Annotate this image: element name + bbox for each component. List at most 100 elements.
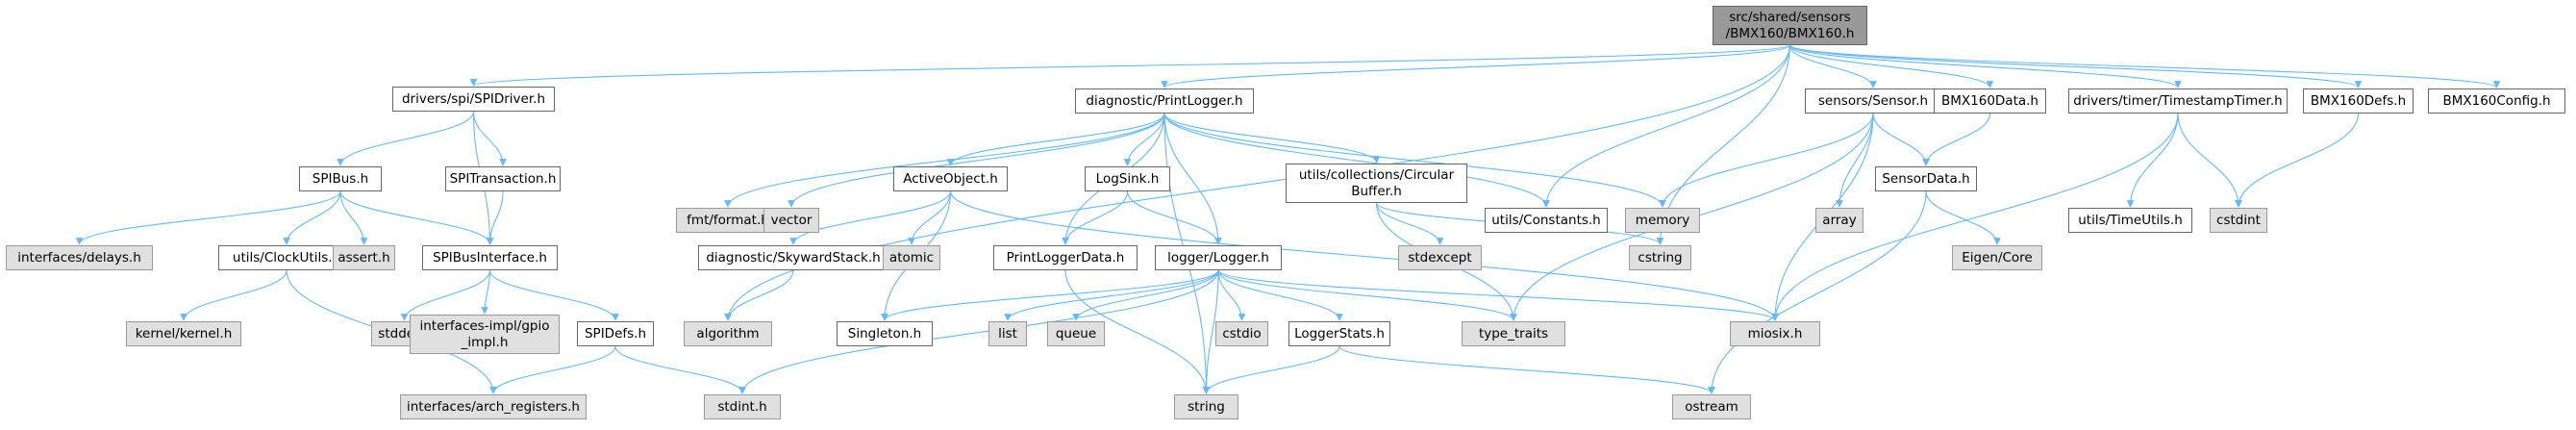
edge-logger-to-queue <box>1072 269 1219 321</box>
node-stdexcept: stdexcept <box>1398 245 1482 270</box>
node-bmx160config[interactable]: BMX160Config.h <box>2428 89 2565 114</box>
node-ostream: ostream <box>1672 394 1751 419</box>
node-eigen: Eigen/Core <box>1952 245 2042 270</box>
node-logsink[interactable]: LogSink.h <box>1085 166 1170 191</box>
edge-root-to-bmx160defs <box>1788 44 2363 89</box>
edge-spidriver-to-spitransaction <box>472 111 507 166</box>
edge-printlogger-to-activeobject <box>946 113 1165 166</box>
node-timeutils[interactable]: utils/TimeUtils.h <box>2068 208 2192 233</box>
edge-sensor-to-memory <box>1659 113 1874 208</box>
node-list: list <box>988 321 1027 346</box>
node-sensordata[interactable]: SensorData.h <box>1875 166 1977 191</box>
node-printlogger[interactable]: diagnostic/PrintLogger.h <box>1075 89 1254 114</box>
edge-spidriver-to-spibus <box>337 111 475 166</box>
node-skywardstack[interactable]: diagnostic/SkywardStack.h <box>698 245 888 270</box>
edge-sensor-to-sensordata <box>1872 113 1930 166</box>
edge-sensor-to-array <box>1836 113 1874 208</box>
edge-root-to-printlogger <box>1161 44 1791 89</box>
node-root: src/shared/sensors /BMX160/BMX160.h <box>1713 6 1867 45</box>
edge-root-to-bmx160data <box>1788 44 1994 89</box>
node-cstring: cstring <box>1629 245 1691 270</box>
edge-loggerstats-to-ostream <box>1338 345 1715 394</box>
node-spibusinterface[interactable]: SPIBusInterface.h <box>422 245 558 270</box>
edge-printlogger-to-circularbuffer <box>1163 113 1381 164</box>
node-array: array <box>1815 208 1863 233</box>
edge-timestamptimer-to-timeutils <box>2126 113 2179 208</box>
edge-spibusinterface-to-stddef <box>400 269 491 321</box>
edge-printlogger-to-logsink <box>1123 113 1165 166</box>
node-bmx160data[interactable]: BMX160Data.h <box>1934 89 2046 114</box>
edge-logger-to-cstdio <box>1217 269 1246 321</box>
edge-root-to-timestamptimer <box>1788 44 2182 89</box>
edge-printlogger-to-fmt <box>724 113 1165 208</box>
edge-activeobject-to-atomic <box>908 190 952 245</box>
node-atomic: atomic <box>883 245 940 270</box>
edge-root-to-spidriver <box>470 44 1791 87</box>
node-vector: vector <box>763 208 819 233</box>
edge-spibus-to-spibusinterface <box>339 190 494 245</box>
node-cstdint: cstdint <box>2210 208 2267 233</box>
edge-skywardstack-to-algorithm <box>724 269 794 321</box>
node-loggerstats[interactable]: LoggerStats.h <box>1288 321 1390 346</box>
node-timestamptimer[interactable]: drivers/timer/TimestampTimer.h <box>2068 89 2288 114</box>
node-bmx160defs[interactable]: BMX160Defs.h <box>2303 89 2413 114</box>
node-memory: memory <box>1625 208 1700 233</box>
node-logger[interactable]: logger/Logger.h <box>1155 245 1282 270</box>
edge-spidefs-to-stdint <box>614 345 746 394</box>
edge-spibus-to-delays <box>75 190 341 245</box>
edge-logger-to-string <box>1202 269 1219 394</box>
edge-root-to-sensor <box>1788 44 1877 89</box>
node-spitransaction[interactable]: SPITransaction.h <box>445 166 561 191</box>
node-spidriver[interactable]: drivers/spi/SPIDriver.h <box>392 87 555 112</box>
edge-spitransaction-to-spibusinterface <box>486 190 504 245</box>
node-cstdio: cstdio <box>1215 321 1268 346</box>
edge-spibus-to-clockutils <box>283 190 341 245</box>
edge-sensordata-to-ostream <box>1708 190 1927 394</box>
edge-root-to-constants <box>1542 44 1791 208</box>
edge-printlogger-to-vector <box>788 113 1165 208</box>
node-algorithm: algorithm <box>684 321 772 346</box>
edge-logger-to-list <box>1004 269 1219 321</box>
edge-logger-to-typetraits <box>1217 269 1517 321</box>
edge-loggerstats-to-string <box>1202 345 1340 394</box>
node-fmt: fmt/format.h <box>676 208 780 233</box>
node-singleton[interactable]: Singleton.h <box>837 321 933 346</box>
edge-spibusinterface-to-gpioimpl <box>481 269 491 315</box>
node-stdint: stdint.h <box>704 394 781 419</box>
edge-logsink-to-logger <box>1126 190 1222 245</box>
edge-printlogger-to-logger <box>1163 113 1222 245</box>
node-printloggerdata[interactable]: PrintLoggerData.h <box>993 245 1138 270</box>
node-sensor[interactable]: sensors/Sensor.h <box>1805 89 1941 114</box>
node-assert: assert.h <box>333 245 395 270</box>
edge-printloggerdata-to-string <box>1064 269 1211 394</box>
node-queue: queue <box>1047 321 1105 346</box>
edge-activeobject-to-skywardstack <box>789 190 952 245</box>
edge-spibusinterface-to-spidefs <box>488 269 619 321</box>
node-kernel: kernel/kernel.h <box>126 321 241 346</box>
node-circularbuffer[interactable]: utils/collections/Circular Buffer.h <box>1286 164 1467 203</box>
node-miosix: miosix.h <box>1730 321 1820 346</box>
edge-logger-to-singleton <box>881 269 1219 321</box>
node-string: string <box>1174 394 1238 419</box>
edge-bmx160data-to-sensordata <box>1922 113 1991 166</box>
edge-bmx160defs-to-cstdint <box>2235 113 2360 208</box>
node-spibus[interactable]: SPIBus.h <box>299 166 382 191</box>
edge-root-to-bmx160config <box>1788 44 2501 89</box>
edge-sensordata-to-eigen <box>1925 190 2001 245</box>
edge-logger-to-loggerstats <box>1217 269 1343 321</box>
edge-logger-to-miosix <box>1217 269 1779 321</box>
edge-spidefs-to-archregisters <box>489 345 616 394</box>
edge-timestamptimer-to-miosix <box>1771 113 2179 321</box>
edge-printlogger-to-constants <box>1163 113 1550 208</box>
node-clockutils[interactable]: utils/ClockUtils.h <box>218 245 355 270</box>
node-constants[interactable]: utils/Constants.h <box>1485 208 1608 233</box>
edge-clockutils-to-kernel <box>180 269 288 321</box>
node-spidefs[interactable]: SPIDefs.h <box>577 321 654 346</box>
edge-timestamptimer-to-cstdint <box>2177 113 2242 208</box>
node-activeobject[interactable]: ActiveObject.h <box>893 166 1008 191</box>
node-delays: interfaces/delays.h <box>6 245 153 270</box>
edge-printlogger-to-memory <box>1163 113 1666 208</box>
node-typetraits: type_traits <box>1462 321 1565 346</box>
node-archregisters: interfaces/arch_registers.h <box>400 394 587 419</box>
